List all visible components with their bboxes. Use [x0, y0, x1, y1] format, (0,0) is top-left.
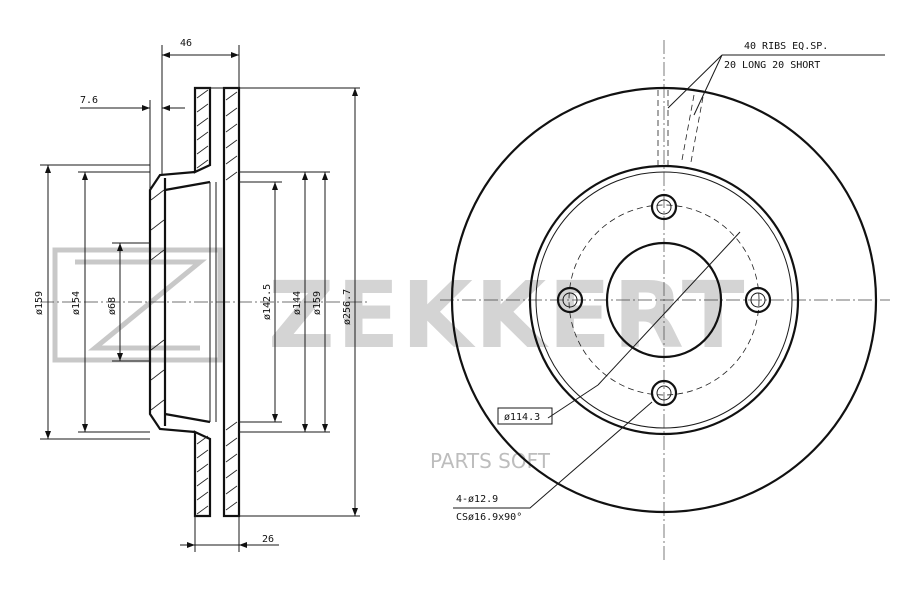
ribs-count-label: 40 RIBS EQ.SP.: [744, 41, 828, 52]
disc-outer-edge: [450, 86, 878, 514]
watermark-logo-z: [75, 259, 207, 351]
friction-plate-outer-lower: [193, 430, 212, 518]
section-hatching: [150, 89, 238, 515]
dim-d256-7: ø256.7: [342, 289, 353, 325]
watermark: ZEKKERT PARTS SOFT: [52, 247, 746, 473]
dim-offset-7-6: 7.6: [80, 95, 98, 106]
holes-leader: [453, 401, 653, 509]
dim-d142-5: ø142.5: [262, 284, 273, 320]
hat-outer-ring: [528, 164, 800, 436]
bolt-hole-right-inner: [750, 292, 766, 308]
watermark-secondary: PARTS SOFT: [430, 449, 551, 473]
bolt-hole-right: [744, 286, 772, 314]
dim-d154: ø154: [71, 291, 82, 315]
dim-d159-left: ø159: [34, 291, 45, 315]
hat-bottom-web: [164, 412, 211, 424]
watermark-brand: ZEKKERT: [268, 262, 746, 369]
dim-thickness-26: 26: [262, 534, 274, 545]
bolt-hole-left: [556, 286, 584, 314]
dim-d159-right: ø159: [312, 291, 323, 315]
bolt-hole-bottom-inner: [656, 385, 672, 401]
watermark-logo-frame: [52, 247, 223, 363]
bolt-hole-top-inner: [656, 199, 672, 215]
ribs-split-label: 20 LONG 20 SHORT: [724, 60, 820, 71]
dim-width-46: 46: [180, 38, 192, 49]
pcd-circle: [568, 204, 760, 396]
cooling-ribs: [657, 90, 704, 165]
side-arrowheads: [45, 52, 358, 548]
bolt-hole-bottom: [650, 379, 678, 407]
bolt-hole-top: [650, 193, 678, 221]
hat-inner-ring: [535, 171, 793, 429]
pcd-label: ø114.3: [504, 412, 540, 423]
ribs-leader: [667, 54, 885, 116]
side-dimension-lines: [47, 54, 356, 546]
pcd-diameter-line: [597, 231, 741, 386]
dim-d68: ø68: [107, 297, 118, 315]
side-extension-lines: [40, 45, 360, 552]
center-bore: [605, 241, 723, 359]
friction-plate-outer: [193, 86, 212, 174]
pcd-label-box: [497, 407, 553, 425]
bolt-hole-left-inner: [562, 292, 578, 308]
bolt-holes: [556, 193, 772, 407]
pcd-leader: [547, 384, 599, 419]
dim-d144: ø144: [292, 291, 303, 315]
front-view: 40 RIBS EQ.SP. 20 LONG 20 SHORT ø114.3 4…: [440, 40, 890, 560]
holes-count-label: 4-ø12.9: [456, 494, 498, 505]
hat-top-web: [164, 180, 211, 192]
hat-outline: [148, 170, 196, 434]
holes-countersink-label: CSø16.9x90°: [456, 512, 522, 523]
side-section-view: 46 7.6 26 ø159 ø154 ø68 ø142.5 ø144 ø159…: [34, 38, 370, 552]
